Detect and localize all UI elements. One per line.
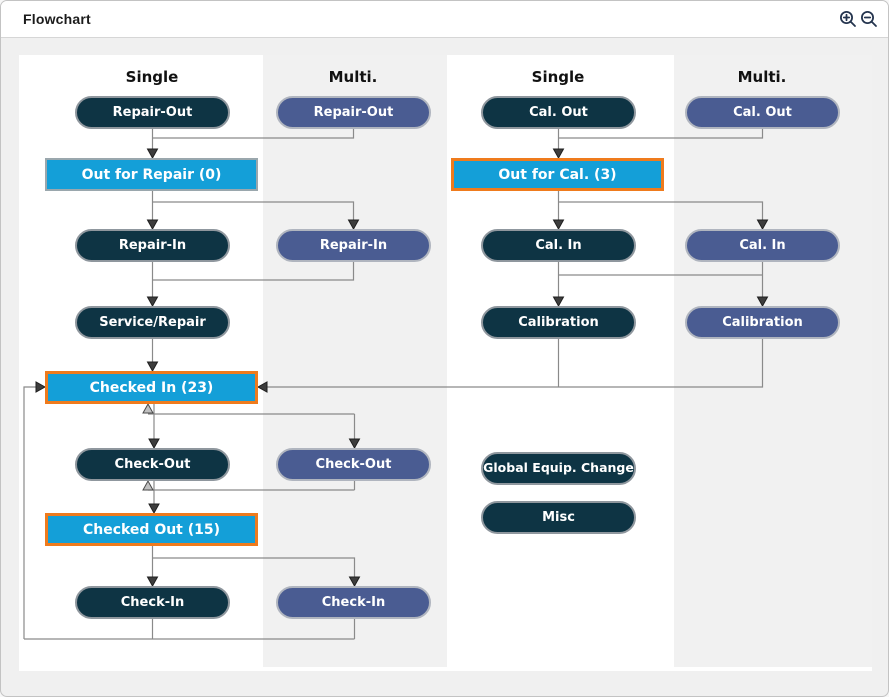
- node-misc[interactable]: Misc: [481, 501, 636, 534]
- column-header-multi-cal: Multi.: [737, 68, 787, 86]
- panel-title: Flowchart: [23, 11, 91, 27]
- node-check-in-multi[interactable]: Check-In: [276, 586, 431, 619]
- node-repair-out-multi[interactable]: Repair-Out: [276, 96, 431, 129]
- node-repair-in-multi[interactable]: Repair-In: [276, 229, 431, 262]
- column-header-multi-repair: Multi.: [328, 68, 378, 86]
- status-out-for-repair[interactable]: Out for Repair (0): [45, 158, 258, 191]
- node-repair-in-single[interactable]: Repair-In: [75, 229, 230, 262]
- zoom-out-button[interactable]: [859, 9, 879, 30]
- node-check-in-single[interactable]: Check-In: [75, 586, 230, 619]
- node-calibration-single[interactable]: Calibration: [481, 306, 636, 339]
- panel-titlebar: Flowchart: [1, 1, 888, 38]
- status-out-for-cal[interactable]: Out for Cal. (3): [451, 158, 664, 191]
- status-checked-in[interactable]: Checked In (23): [45, 371, 258, 404]
- node-repair-out-single[interactable]: Repair-Out: [75, 96, 230, 129]
- node-cal-out-single[interactable]: Cal. Out: [481, 96, 636, 129]
- node-cal-out-multi[interactable]: Cal. Out: [685, 96, 840, 129]
- node-global-equip-change[interactable]: Global Equip. Change: [481, 452, 636, 485]
- node-check-out-multi[interactable]: Check-Out: [276, 448, 431, 481]
- column-header-single-cal: Single: [531, 68, 585, 86]
- node-service-repair[interactable]: Service/Repair: [75, 306, 230, 339]
- multi-column-background-right: [674, 55, 872, 667]
- node-calibration-multi[interactable]: Calibration: [685, 306, 840, 339]
- column-header-single-repair: Single: [125, 68, 179, 86]
- node-cal-in-single[interactable]: Cal. In: [481, 229, 636, 262]
- status-checked-out[interactable]: Checked Out (15): [45, 513, 258, 546]
- multi-column-background-left: [263, 55, 447, 667]
- magnifier-minus-icon: [861, 11, 877, 27]
- node-cal-in-multi[interactable]: Cal. In: [685, 229, 840, 262]
- node-check-out-single[interactable]: Check-Out: [75, 448, 230, 481]
- magnifier-plus-icon: [840, 11, 856, 27]
- zoom-in-button[interactable]: [838, 9, 858, 30]
- flowchart-canvas: Single Multi. Single Multi. Repair-Out R…: [19, 55, 872, 671]
